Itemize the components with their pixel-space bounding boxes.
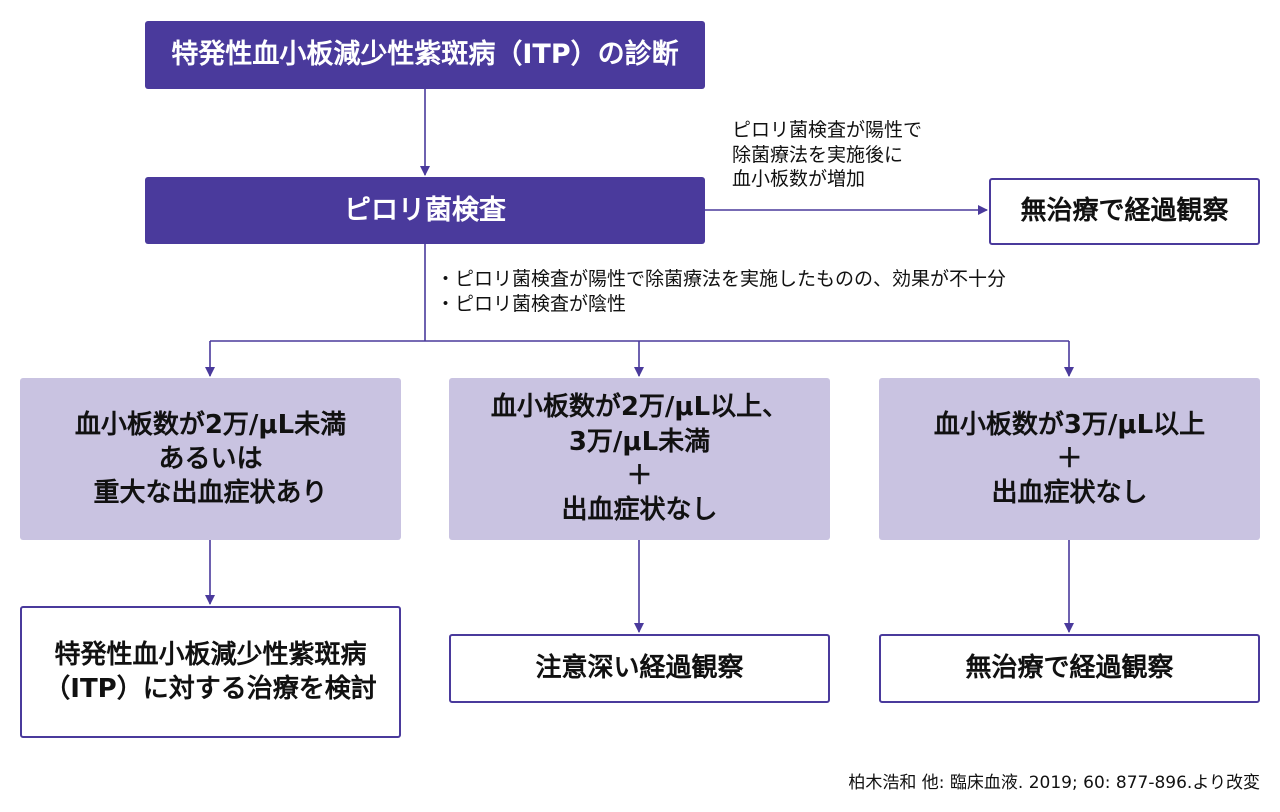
result-box-1: 特発性血小板減少性紫斑病 （ITP）に対する治療を検討	[20, 606, 401, 738]
branch-note-line-2: ・ピロリ菌検査が陰性	[436, 292, 627, 315]
condition-1-line-3: 重大な出血症状あり	[93, 478, 328, 509]
condition-3-line-3: 出血症状なし	[991, 478, 1148, 509]
condition-box-1: 血小板数が2万/μL未満 あるいは 重大な出血症状あり	[20, 378, 401, 540]
positive-note-line-2: 除菌療法を実施後に	[732, 143, 904, 166]
result-box-2: 注意深い経過観察	[449, 634, 830, 703]
citation: 柏木浩和 他: 臨床血液. 2019; 60: 877-896.より改変	[848, 773, 1260, 793]
observe-without-treatment-box: 無治療で経過観察	[989, 178, 1260, 245]
pylori-test-label: ピロリ菌検査	[344, 194, 506, 226]
diagnosis-label: 特発性血小板減少性紫斑病（ITP）の診断	[171, 39, 679, 71]
condition-1-line-2: あるいは	[158, 443, 263, 474]
condition-2-line-2: 3万/μL未満	[568, 426, 711, 457]
result-3-label: 無治療で経過観察	[965, 653, 1174, 684]
condition-3-line-1: 血小板数が3万/μL以上	[933, 409, 1206, 440]
result-box-3: 無治療で経過観察	[879, 634, 1260, 703]
result-1-line-1: 特発性血小板減少性紫斑病	[54, 639, 367, 670]
condition-box-2: 血小板数が2万/μL以上、 3万/μL未満 ＋ 出血症状なし	[449, 378, 830, 540]
condition-2-plus: ＋	[626, 461, 653, 491]
result-2-label: 注意深い経過観察	[535, 653, 744, 684]
condition-2-line-4: 出血症状なし	[561, 495, 718, 526]
result-1-line-2: （ITP）に対する治療を検討	[44, 674, 377, 704]
condition-2-line-1: 血小板数が2万/μL以上、	[490, 392, 789, 423]
positive-result-note: ピロリ菌検査が陽性で 除菌療法を実施後に 血小板数が増加	[732, 118, 922, 192]
pylori-test-box: ピロリ菌検査	[145, 177, 705, 244]
positive-note-line-1: ピロリ菌検査が陽性で	[732, 119, 923, 141]
positive-note-line-3: 血小板数が増加	[732, 168, 866, 191]
diagnosis-box: 特発性血小板減少性紫斑病（ITP）の診断	[145, 21, 705, 89]
condition-1-line-1: 血小板数が2万/μL未満	[74, 409, 347, 440]
condition-3-plus: ＋	[1056, 443, 1083, 474]
branch-conditions-note: ・ピロリ菌検査が陽性で除菌療法を実施したものの、効果が不十分 ・ピロリ菌検査が陰…	[436, 267, 1006, 316]
condition-box-3: 血小板数が3万/μL以上 ＋ 出血症状なし	[879, 378, 1260, 540]
branch-note-line-1: ・ピロリ菌検査が陽性で除菌療法を実施したものの、効果が不十分	[436, 268, 1007, 290]
observe-top-label: 無治療で経過観察	[1020, 196, 1229, 227]
